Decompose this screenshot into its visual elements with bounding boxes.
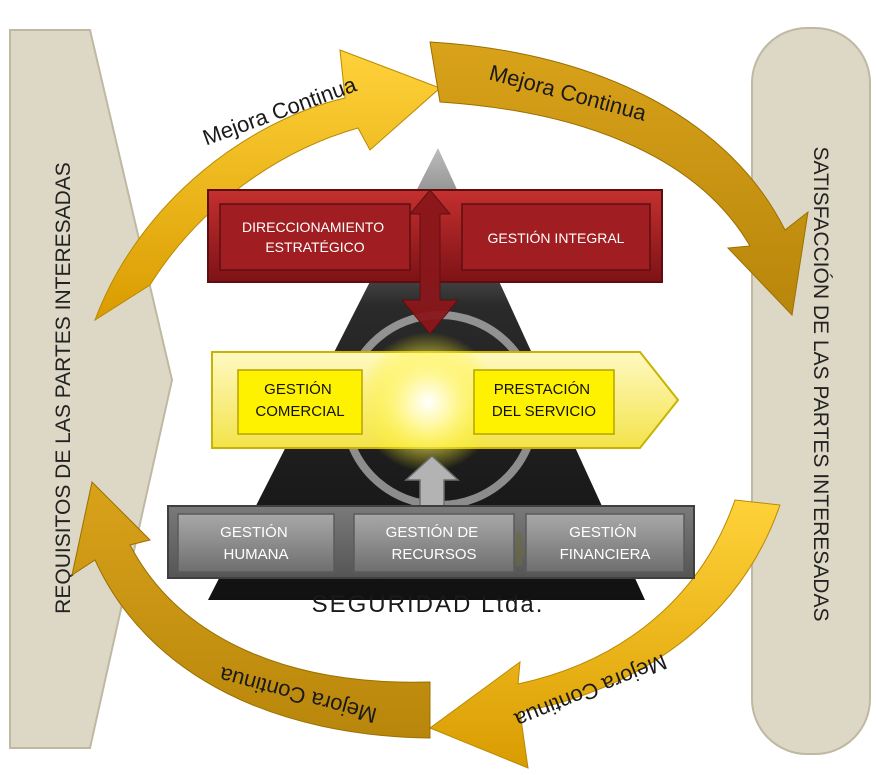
box-gestion-comercial-line2: COMERCIAL [255,403,344,420]
box-direccionamiento-estrategico [219,203,411,271]
cycle-arrow-top-right [429,41,809,317]
box-direccionamiento-line2: ESTRATÉGICO [265,239,364,255]
svg-text:GESTIÓN HUMANA: GESTIÓN HUMANA [220,524,292,563]
right-panel: SATISFACCIÓN DE LAS PARTES INTERESADAS [751,27,871,755]
box-gestion-integral-label: GESTIÓN INTEGRAL [488,230,625,246]
box-gestion-humana-line1: GESTIÓN [220,524,288,541]
box-gestion-financiera [525,513,685,573]
box-gestion-humana-line2: HUMANA [223,546,288,563]
box-direccionamiento-line1: DIRECCIONAMIENTO [242,219,384,235]
sun-glow [358,332,498,472]
svg-text:GESTIÓN DE RECURSOS: GESTIÓN DE RECURSOS [386,524,483,563]
box-gestion-comercial-line1: GESTIÓN [264,381,332,398]
left-panel: REQUISITOS DE LAS PARTES INTERESADAS [9,29,174,749]
box-gestion-integral [461,203,651,271]
right-panel-label: SATISFACCIÓN DE LAS PARTES INTERESADAS [809,147,832,622]
svg-text:GESTIÓN FINANCIERA: GESTIÓN FINANCIERA [560,524,651,563]
svg-text:GESTIÓN COMERCIAL: GESTIÓN COMERCIAL [255,381,344,420]
mission-level: GESTIÓN COMERCIAL PRESTACIÓN DEL SERVICI… [211,332,680,472]
logo-text: SEGURIDAD Ltda. [312,591,545,618]
box-gestion-recursos [353,513,515,573]
svg-text:DIRECCIONAMIENTO ESTRATÉ: DIRECCIONAMIENTO ESTRATÉGICO [242,219,388,255]
cycle-arrow-bottom-left [71,480,431,739]
box-gestion-financiera-line1: GESTIÓN [569,524,637,541]
box-gestion-financiera-line2: FINANCIERA [560,546,651,563]
cycle-arrow-bottom-right [428,499,781,769]
box-gestion-recursos-line2: RECURSOS [391,546,476,563]
svg-text:PRESTACIÓN DEL SERVICIO: PRESTACIÓN DEL SERVICIO [492,381,596,420]
box-gestion-recursos-line1: GESTIÓN DE [386,524,479,541]
box-gestion-comercial [237,369,363,435]
left-panel-label: REQUISITOS DE LAS PARTES INTERESADAS [52,162,75,614]
support-level: a k GESTIÓN HUMANA GESTIÓN DE RECURSOS G… [167,505,695,579]
box-gestion-humana [177,513,335,573]
box-prestacion-line2: DEL SERVICIO [492,403,596,420]
box-prestacion-servicio [473,369,615,435]
box-prestacion-line1: PRESTACIÓN [494,381,590,398]
